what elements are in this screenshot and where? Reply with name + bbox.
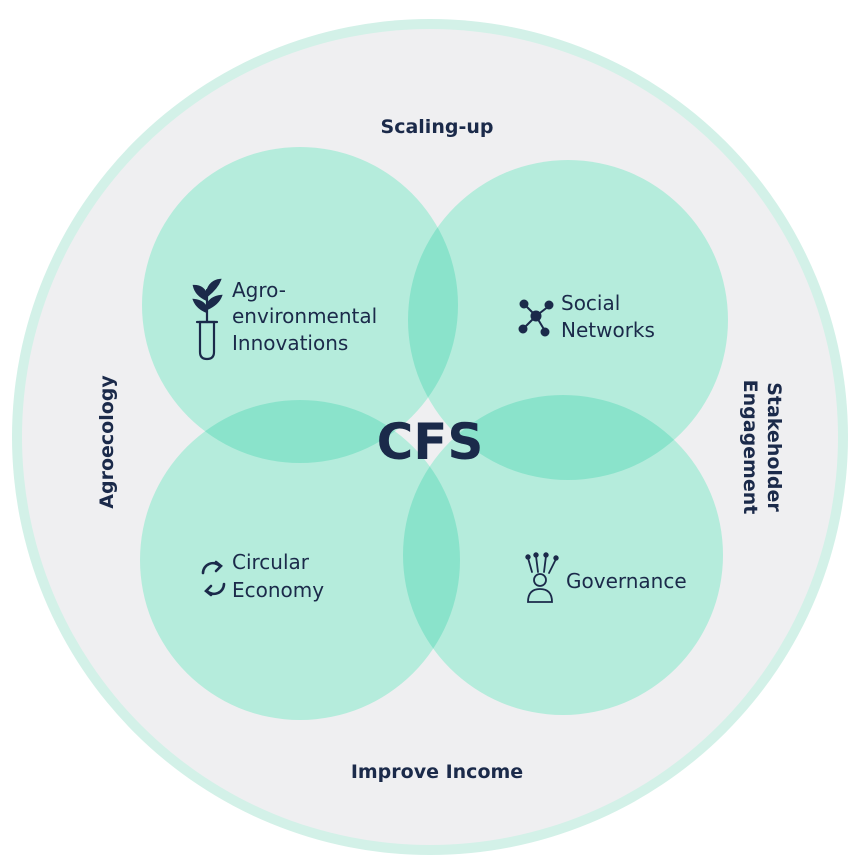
petal-governance-line1: Governance [566,569,687,593]
label-stakeholder-engagement: Stakeholder Engagement [739,380,785,515]
circular-arrows-icon [201,560,226,597]
petal-social [408,160,728,480]
petal-social-line2: Networks [561,318,655,342]
petal-circular-line1: Circular [232,550,310,574]
petal-agro-line1: Agro- [232,278,286,302]
label-agroecology: Agroecology [96,375,118,509]
label-improve-income: Improve Income [351,761,523,783]
petal-governance [403,395,723,715]
petal-agro-line2: environmental [232,304,377,328]
label-scaling-up: Scaling-up [381,116,494,138]
petal-circular [140,400,460,720]
person-network-icon [525,552,559,603]
plant-test-tube-icon [192,278,223,361]
network-nodes-icon [518,299,554,337]
petal-agro [142,147,458,463]
petal-social-line1: Social [561,291,620,315]
petal-circular-line2: Economy [232,578,324,602]
center-label: CFS [377,413,484,471]
label-stakeholder: Stakeholder [763,382,785,512]
petals [140,147,728,720]
label-engagement: Engagement [739,380,761,515]
petal-agro-line3: Innovations [232,331,348,355]
